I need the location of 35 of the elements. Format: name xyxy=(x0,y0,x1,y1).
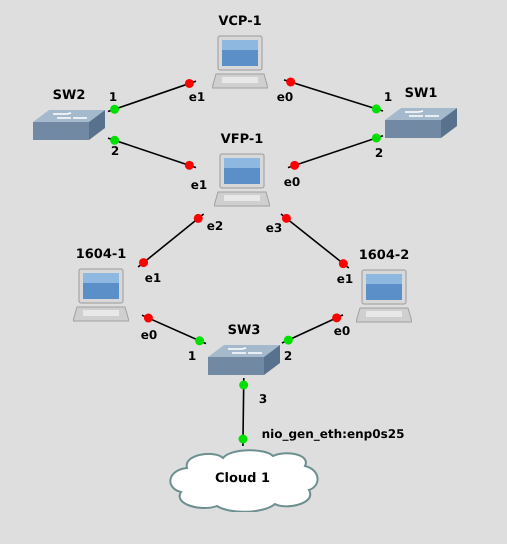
connection-line xyxy=(280,213,350,269)
connection-line xyxy=(288,134,384,168)
connection-line xyxy=(108,137,196,168)
node-label: SW1 xyxy=(404,86,438,102)
port-label: 2 xyxy=(374,146,384,160)
port-label: e1 xyxy=(190,178,208,192)
connection-line xyxy=(284,79,384,112)
port-label: e3 xyxy=(266,221,282,235)
connection-line xyxy=(142,314,206,344)
connection-line xyxy=(138,213,204,268)
port-label: e0 xyxy=(284,175,300,189)
port-label: e1 xyxy=(188,90,206,104)
port-label: e0 xyxy=(334,324,350,338)
connection-line xyxy=(242,378,245,446)
port-label: 1 xyxy=(188,349,196,363)
connection-line xyxy=(282,314,344,344)
port-label: 2 xyxy=(284,349,292,363)
node-label: VFP-1 xyxy=(220,132,264,148)
node-label: SW2 xyxy=(52,88,86,104)
port-label: e0 xyxy=(140,328,158,342)
node-label: Cloud 1 xyxy=(214,470,270,488)
port-label: 2 xyxy=(110,144,120,158)
port-label: 1 xyxy=(384,90,392,104)
port-label: e2 xyxy=(206,219,224,233)
node-label: 1604-1 xyxy=(76,247,126,263)
connection-line xyxy=(108,80,196,112)
node-label: SW3 xyxy=(228,323,260,339)
port-label: nio_gen_eth:enp0s25 xyxy=(262,427,404,441)
port-label: e0 xyxy=(276,90,294,104)
port-label: 3 xyxy=(258,392,268,406)
port-label: e1 xyxy=(144,271,162,285)
node-label: 1604-2 xyxy=(358,248,410,264)
port-label: e1 xyxy=(336,272,354,286)
port-label: 1 xyxy=(108,90,118,104)
node-label: VCP-1 xyxy=(218,14,262,30)
